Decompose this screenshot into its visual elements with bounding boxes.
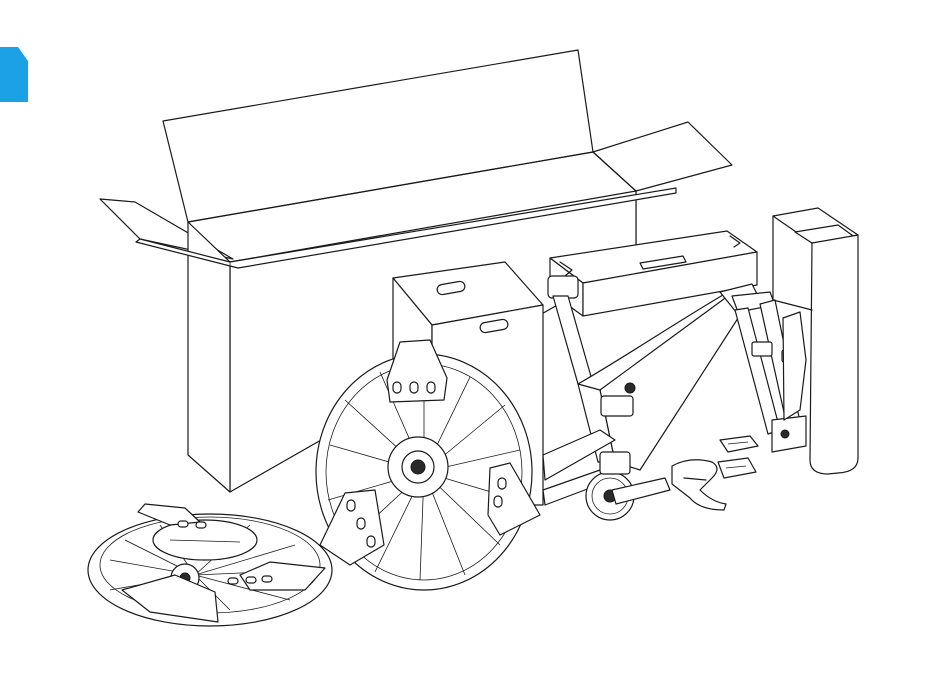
pedal-right (718, 458, 756, 478)
down-tube (600, 296, 742, 470)
saddle (672, 460, 726, 510)
seatpost-clamp (548, 276, 578, 298)
fork-box-front (810, 235, 858, 474)
section-tab-marker (0, 47, 28, 102)
box-back-flap (163, 50, 593, 222)
front-wheel-packed (88, 504, 332, 626)
rear-hub (411, 460, 425, 474)
rear-shock (601, 396, 633, 416)
fork-box-flap (783, 312, 806, 420)
bike-frame (543, 276, 760, 520)
pedals (718, 436, 758, 478)
crankset (586, 472, 670, 520)
box-right-flap (593, 122, 732, 191)
pedal-left (720, 436, 758, 452)
